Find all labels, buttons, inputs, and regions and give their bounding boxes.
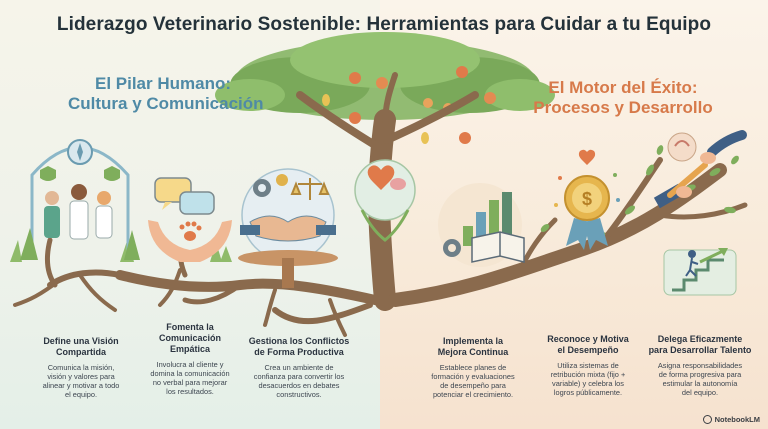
card-shared-vision: Define una Visión Compartida Comunica la… (28, 336, 134, 399)
card-title: Delega Eficazmente para Desarrollar Tale… (648, 334, 752, 355)
veterinarian-team-icon (20, 139, 140, 260)
handshake-icon (238, 168, 338, 288)
card-title: Implementa la Mejora Continua (437, 336, 509, 357)
card-description: Asigna responsabilidades de forma progre… (657, 361, 743, 397)
left-pillar-title: El Pilar Humano: Cultura y Comunicación (68, 74, 264, 114)
right-pillar-line2: Procesos y Desarrollo (533, 98, 713, 117)
heart-icon (367, 165, 395, 190)
card-effective-delegation: Delega Eficazmente para Desarrollar Tale… (640, 334, 760, 397)
brand-label: NotebookLM (714, 415, 760, 424)
gears-icon (253, 174, 288, 197)
medal-icon: $ (554, 149, 620, 250)
card-title: Reconoce y Motiva el Desempeño (547, 334, 629, 355)
brain-icon (667, 132, 697, 162)
heart-icon (578, 149, 596, 165)
right-pillar-line1: El Motor del Éxito: (548, 78, 698, 97)
stairs-climber-icon (663, 248, 737, 296)
main-title: Liderazgo Veterinario Sostenible: Herram… (56, 14, 712, 35)
card-empathic-communication: Fomenta la Comunicación Empática Involuc… (138, 322, 242, 396)
left-pillar-line2: Cultura y Comunicación (68, 94, 264, 113)
card-description: Establece planes de formación y evaluaci… (431, 363, 515, 399)
tree-roots (13, 237, 380, 337)
card-continuous-improvement: Implementa la Mejora Continua Establece … (418, 336, 528, 399)
card-recognize-motivate: Reconoce y Motiva el Desempeño Utiliza s… (534, 334, 642, 397)
brand-badge: NotebookLM (702, 415, 760, 424)
card-title: Gestiona los Conflictos de Forma Product… (248, 336, 350, 357)
right-pillar-title: El Motor del Éxito: Procesos y Desarroll… (528, 78, 718, 118)
scales-icon (290, 178, 330, 200)
card-description: Crea un ambiente de confianza para conve… (253, 363, 345, 399)
heart-brain-icon (354, 159, 416, 242)
shield-icon (104, 166, 120, 181)
paw-icon (179, 221, 202, 241)
card-title: Fomenta la Comunicación Empática (158, 322, 221, 354)
brain-icon (390, 178, 406, 190)
card-description: Comunica la misión, visión y valores par… (42, 363, 120, 399)
left-pillar-line1: El Pilar Humano: (94, 74, 232, 93)
card-description: Involucra al cliente y domina la comunic… (150, 360, 230, 396)
card-conflict-management: Gestiona los Conflictos de Forma Product… (238, 336, 360, 399)
notebooklm-icon (702, 415, 712, 424)
bar-chart-icon (438, 183, 525, 267)
hands-icon (148, 177, 232, 262)
baton-handoff-icon (653, 130, 747, 209)
card-description: Utiliza sistemas de retribución mixta (f… (550, 361, 626, 397)
card-title: Define una Visión Compartida (43, 336, 119, 357)
shield-icon (40, 166, 56, 181)
dollar-icon: $ (582, 189, 592, 209)
